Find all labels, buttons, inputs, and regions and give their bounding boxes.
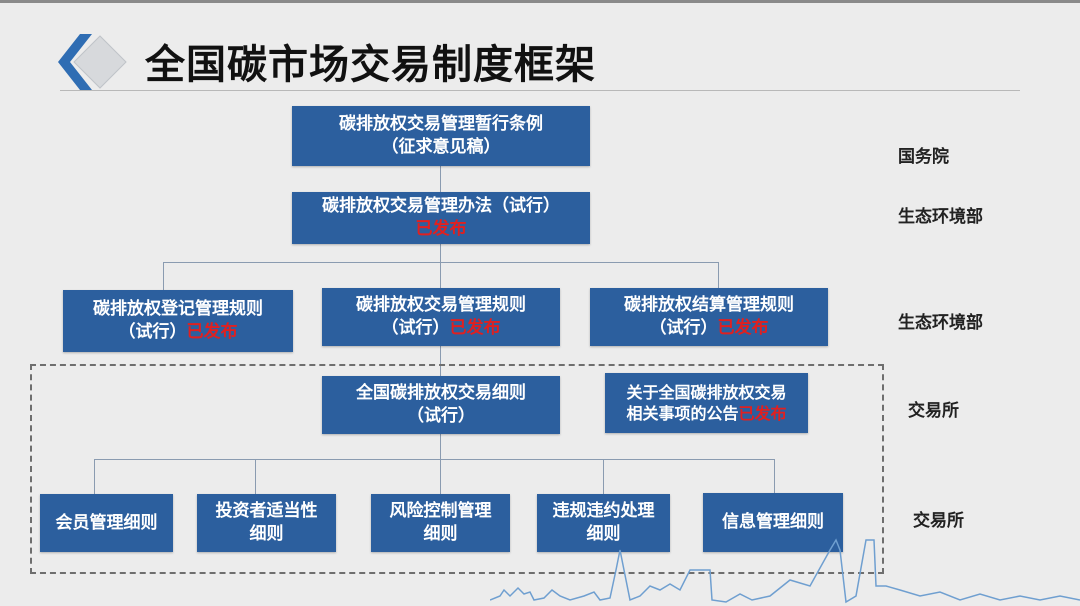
connector: [440, 434, 441, 494]
connector: [774, 459, 775, 494]
box-interim-regulations: 碳排放权交易管理暂行条例 （征求意见稿）: [292, 106, 590, 166]
connector: [94, 459, 774, 460]
box-text: （试行）: [118, 322, 187, 342]
box-text: 细则: [423, 524, 458, 544]
title-divider: [60, 90, 1020, 91]
box-violation-handling-rules: 违规违约处理 细则: [537, 494, 670, 552]
connector: [163, 262, 718, 263]
frame-top-border: [0, 0, 1080, 3]
chevron-logo-icon: [58, 34, 127, 90]
authority-label: 国务院: [898, 147, 949, 167]
box-text: （试行）: [381, 318, 450, 338]
box-text: （试行）: [407, 406, 475, 426]
status-badge: 已发布: [738, 404, 787, 423]
status-badge: 已发布: [186, 322, 238, 342]
box-text: 相关事项的公告: [626, 404, 739, 423]
box-member-rules: 会员管理细则: [40, 494, 173, 552]
box-text: 会员管理细则: [55, 512, 158, 533]
authority-label: 交易所: [913, 511, 964, 531]
box-text: 碳排放权结算管理规则: [624, 295, 794, 315]
connector: [440, 166, 441, 192]
box-registration-rules: 碳排放权登记管理规则 （试行）已发布: [63, 290, 293, 352]
box-text: 碳排放权交易管理规则: [356, 295, 526, 315]
connector: [255, 459, 256, 494]
box-text: 细则: [249, 524, 284, 544]
status-badge: 已发布: [415, 219, 467, 239]
authority-label: 生态环境部: [898, 313, 983, 333]
box-trading-detailed-rules: 全国碳排放权交易细则 （试行）: [322, 376, 560, 434]
page-title: 全国碳市场交易制度框架: [145, 42, 596, 88]
box-text: 碳排放权登记管理规则: [93, 299, 263, 319]
box-text: 投资者适当性: [215, 501, 318, 521]
box-text: 信息管理细则: [722, 512, 824, 532]
box-text: （试行）: [649, 318, 718, 338]
box-information-rules: 信息管理细则: [703, 493, 843, 552]
connector: [94, 459, 95, 494]
box-text: 细则: [586, 524, 621, 544]
box-risk-control-rules: 风险控制管理 细则: [371, 494, 510, 552]
authority-label: 生态环境部: [898, 207, 983, 227]
box-text: 违规违约处理: [552, 501, 655, 521]
box-text: 碳排放权交易管理办法（试行）: [322, 196, 560, 216]
box-text: （征求意见稿）: [381, 137, 501, 157]
box-text: 关于全国碳排放权交易: [626, 383, 787, 402]
exchange-scope-dashed-frame: [30, 364, 884, 574]
status-badge: 已发布: [449, 318, 501, 338]
city-skyline-decoration: [490, 538, 1080, 604]
box-settlement-rules: 碳排放权结算管理规则 （试行）已发布: [590, 288, 828, 346]
box-text: 碳排放权交易管理暂行条例: [339, 114, 543, 134]
box-text: 风险控制管理: [389, 501, 492, 521]
box-text: 全国碳排放权交易细则: [356, 383, 526, 403]
connector: [603, 459, 604, 494]
box-management-measures: 碳排放权交易管理办法（试行） 已发布: [292, 192, 590, 244]
box-investor-suitability-rules: 投资者适当性 细则: [197, 494, 336, 552]
connector: [440, 244, 441, 290]
connector: [163, 262, 164, 290]
box-announcement: 关于全国碳排放权交易 相关事项的公告已发布: [605, 373, 808, 433]
box-trading-rules: 碳排放权交易管理规则 （试行）已发布: [322, 288, 560, 346]
connector: [718, 262, 719, 290]
status-badge: 已发布: [717, 318, 769, 338]
connector: [440, 346, 441, 376]
authority-label: 交易所: [908, 401, 959, 421]
